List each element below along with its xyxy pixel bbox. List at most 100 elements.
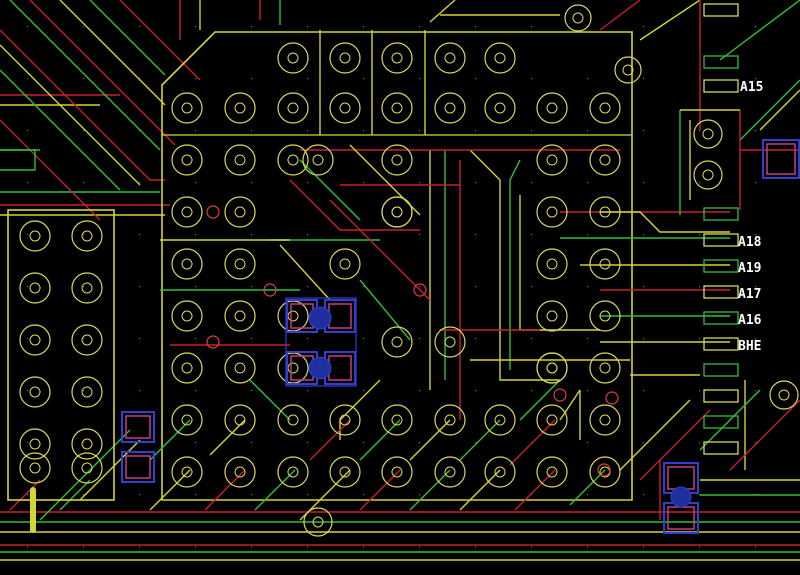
pad-ring (224, 144, 256, 176)
connector-finger (703, 55, 739, 69)
pad (19, 452, 51, 484)
pad-ring (589, 352, 621, 384)
pad-drill (81, 438, 93, 450)
pad (277, 404, 309, 436)
pad-ring (71, 452, 103, 484)
pad-drill (444, 336, 456, 348)
net-label-bhe: BHE (738, 339, 761, 354)
silk-pad (121, 451, 155, 483)
pad-drill (444, 52, 456, 64)
pad (589, 92, 621, 124)
pad (171, 352, 203, 384)
pad-ring (71, 428, 103, 460)
pad (381, 326, 413, 358)
pad-drill (287, 102, 299, 114)
pad (71, 376, 103, 408)
silk-center-pad (670, 486, 692, 508)
pad (589, 300, 621, 332)
pad-ring (536, 248, 568, 280)
pad (589, 144, 621, 176)
pad-ring (302, 144, 334, 176)
pad-drill (494, 52, 506, 64)
pad-ring (536, 196, 568, 228)
pad (277, 144, 309, 176)
left-trace-loop (0, 149, 36, 171)
pad-ring (71, 220, 103, 252)
silk-pad (121, 411, 155, 443)
pad (277, 456, 309, 488)
pad (171, 300, 203, 332)
via (413, 283, 427, 297)
pad (693, 160, 723, 190)
pad-drill (29, 230, 41, 242)
pad (329, 42, 361, 74)
pad (769, 380, 799, 410)
pad-ring (171, 300, 203, 332)
connector-finger (703, 311, 739, 325)
pad-drill (702, 169, 714, 181)
pad-ring (19, 428, 51, 460)
pad-drill (599, 414, 611, 426)
silk-pad-inner (125, 455, 151, 479)
pad-ring (536, 404, 568, 436)
pad-ring (171, 456, 203, 488)
net-label-a16: A16 (738, 313, 762, 328)
pad (329, 404, 361, 436)
pad (302, 144, 334, 176)
pad-drill (778, 389, 790, 401)
net-labels: A15 A18 A19 A17 A16 BHE (738, 80, 763, 354)
via (206, 205, 220, 219)
pad (71, 272, 103, 304)
net-label-a17: A17 (738, 287, 761, 302)
connector-finger (703, 3, 739, 17)
pad-drill (599, 362, 611, 374)
pad-ring (589, 404, 621, 436)
pad-drill (181, 206, 193, 218)
pad-array (19, 4, 799, 537)
pad (329, 456, 361, 488)
pad-ring (171, 404, 203, 436)
pad (224, 456, 256, 488)
pad-drill (339, 414, 351, 426)
pad-ring (277, 404, 309, 436)
diagonal-traces (0, 0, 800, 221)
pad (19, 272, 51, 304)
pad-ring (484, 42, 516, 74)
pad-drill (546, 258, 558, 270)
pad (536, 456, 568, 488)
pad-drill (181, 310, 193, 322)
pad-ring (693, 119, 723, 149)
pad-ring (19, 220, 51, 252)
pad-drill (444, 414, 456, 426)
pad (536, 300, 568, 332)
pad (224, 196, 256, 228)
pad-drill (339, 258, 351, 270)
pad-ring (171, 92, 203, 124)
pad (303, 507, 333, 537)
pad (536, 248, 568, 280)
pad-ring (381, 456, 413, 488)
pad (589, 404, 621, 436)
pad-ring (329, 404, 361, 436)
pad-ring (381, 42, 413, 74)
pad (484, 456, 516, 488)
pad-drill (29, 462, 41, 474)
pad-drill (181, 102, 193, 114)
pad-ring (19, 272, 51, 304)
pad-drill (391, 414, 403, 426)
pad-ring (19, 376, 51, 408)
pad-drill (81, 230, 93, 242)
pad-ring (19, 324, 51, 356)
pad-ring (224, 352, 256, 384)
selected-pads[interactable] (121, 139, 800, 534)
pad-ring (381, 404, 413, 436)
connector-finger (703, 285, 739, 299)
pad-drill (391, 102, 403, 114)
pad-drill (391, 52, 403, 64)
pad (381, 196, 413, 228)
pad-drill (181, 154, 193, 166)
pad-drill (29, 386, 41, 398)
pad-ring (434, 456, 466, 488)
pad (171, 196, 203, 228)
